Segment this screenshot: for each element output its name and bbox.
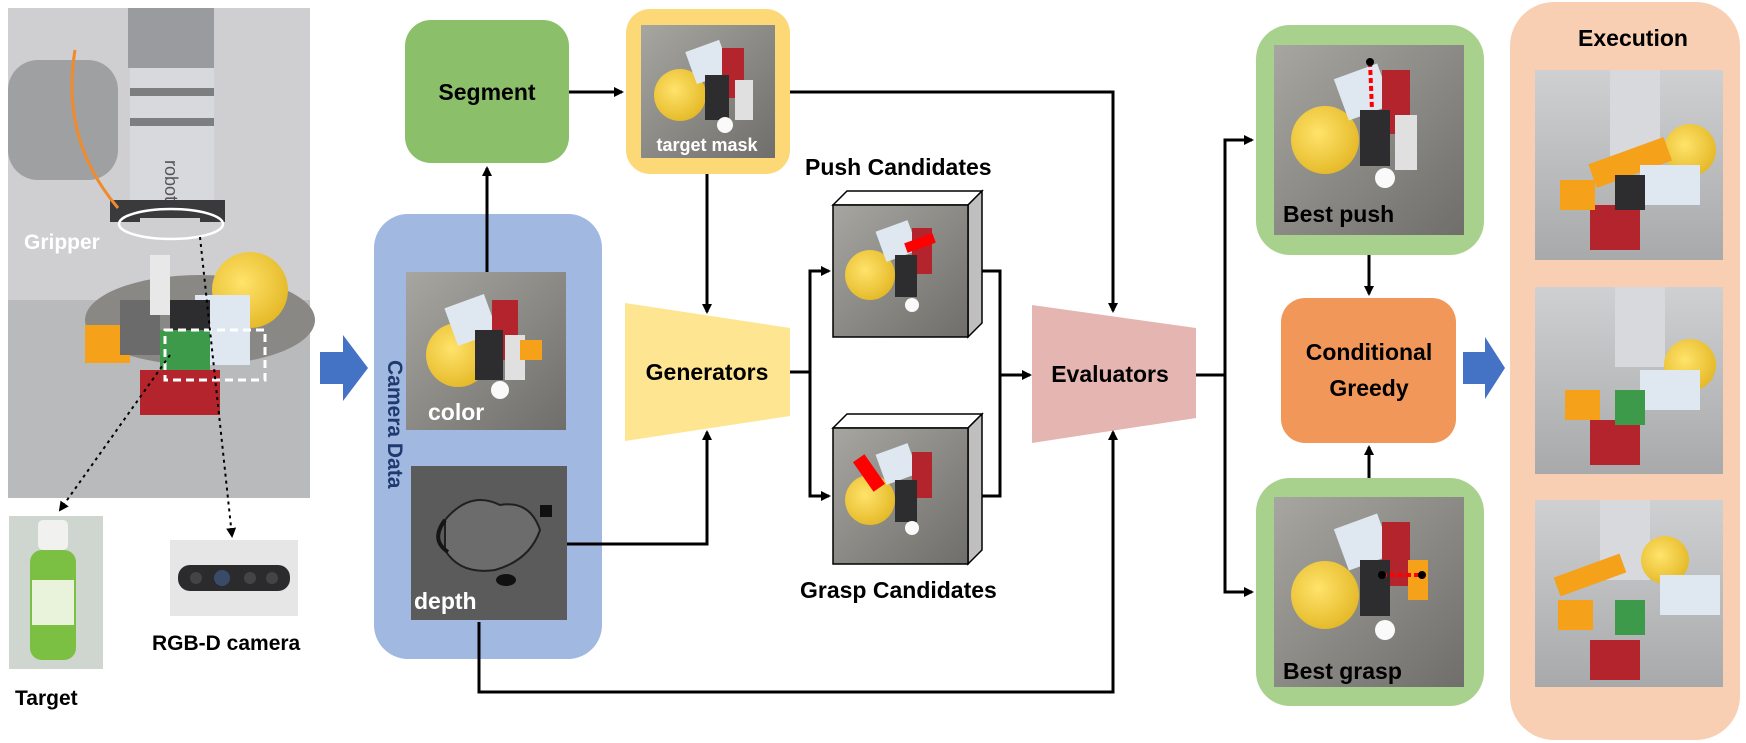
push-marker xyxy=(904,233,936,253)
evaluators-block xyxy=(1032,305,1196,443)
grasp-candidates-stack xyxy=(831,412,984,566)
connectors xyxy=(477,87,1374,694)
evaluators-label: Evaluators xyxy=(1051,361,1169,387)
conditional-greedy-box xyxy=(1281,298,1456,443)
color-image xyxy=(406,272,566,430)
gripper-label: Gripper xyxy=(24,231,100,254)
camera-data-label: Camera Data xyxy=(383,360,406,489)
depth-image xyxy=(411,466,567,620)
segment-box xyxy=(405,20,569,163)
best-grasp-label: Best grasp xyxy=(1283,658,1402,684)
flow-arrow-icon xyxy=(320,335,368,401)
flow-arrow-icon xyxy=(1463,337,1505,399)
best-push-label: Best push xyxy=(1283,201,1394,227)
conditional-greedy-line1: Conditional xyxy=(1306,339,1432,365)
best-grasp-image xyxy=(1274,497,1464,687)
execution-photo-3 xyxy=(1535,500,1723,687)
depth-label: depth xyxy=(414,588,477,614)
color-label: color xyxy=(428,399,484,425)
camera-pointer xyxy=(199,236,237,538)
conditional-greedy-line2: Greedy xyxy=(1329,375,1408,401)
target-mask-label: target mask xyxy=(656,135,758,155)
generators-block xyxy=(625,303,790,441)
segment-label: Segment xyxy=(438,79,535,105)
spray-bottle-photo xyxy=(9,516,103,669)
generators-label: Generators xyxy=(646,359,769,385)
best-push-image xyxy=(1274,45,1464,235)
robot-arm-photo: robot Gripper xyxy=(8,8,315,498)
robot-brand-text: robot xyxy=(161,160,181,201)
execution-label: Execution xyxy=(1578,25,1688,51)
target-label: Target xyxy=(15,687,78,710)
rgbd-camera-photo xyxy=(170,540,298,616)
target-mask-image xyxy=(641,25,775,158)
rgbd-camera-label: RGB-D camera xyxy=(152,632,301,655)
grasp-marker xyxy=(852,454,886,492)
push-candidates-stack xyxy=(831,189,984,339)
push-candidates-label: Push Candidates xyxy=(805,154,992,180)
execution-photo-2 xyxy=(1535,287,1723,474)
grasp-candidates-label: Grasp Candidates xyxy=(800,577,997,603)
execution-photo-1 xyxy=(1535,70,1723,260)
